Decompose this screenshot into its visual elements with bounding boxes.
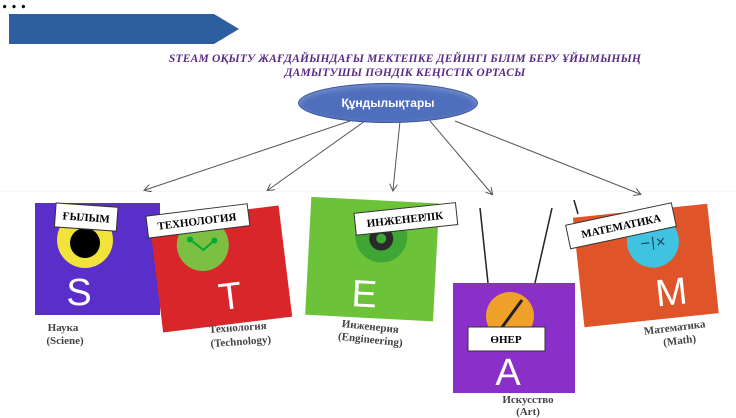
hanging-strings <box>479 199 579 284</box>
card-engineering-caption-ru: Инженерия <box>341 318 399 336</box>
card-art-letter: A <box>495 352 521 394</box>
card-art-caption-ru: Искусство <box>502 394 554 406</box>
tag-science-label: ҒЫЛЫМ <box>62 210 111 225</box>
diagram-title-line1: STEAM ОҚЫТУ ЖАҒДАЙЫНДАҒЫ МЕКТЕПКЕ ДЕЙІНГ… <box>168 53 642 65</box>
arrow-to-engineering <box>393 120 401 190</box>
diagram-title-line2: ДАМЫТУШЫ ПӘНДІК КЕҢІСТІК ОРТАСЫ <box>284 67 526 79</box>
card-math-letter: M <box>653 270 689 315</box>
card-art-caption-en: (Art) <box>516 406 540 418</box>
arrow-to-technology <box>268 120 366 190</box>
root-node-label: Құндылықтары <box>341 96 435 110</box>
arrow-to-art <box>429 120 492 194</box>
tag-technology: ТЕХНОЛОГИЯ <box>145 203 251 239</box>
tag-art-label: ӨНЕР <box>490 334 521 346</box>
card-technology-caption-en: (Technology) <box>210 334 272 350</box>
arrow-banner <box>9 14 239 44</box>
card-technology: T <box>149 205 293 333</box>
card-science-caption-en: (Sciene) <box>46 335 84 347</box>
tag-science: ҒЫЛЫМ <box>53 202 119 232</box>
card-technology-caption-ru: Технология <box>209 320 267 336</box>
card-science-letter: S <box>66 272 91 314</box>
tag-engineering: ИНЖЕНЕРЛІК <box>353 202 459 236</box>
root-node-values: Құндылықтары <box>298 83 478 123</box>
arrow-to-science <box>145 120 351 190</box>
arrow-to-math <box>454 120 640 194</box>
card-technology-letter: T <box>216 275 244 320</box>
background-band <box>0 188 736 192</box>
cropped-heading-text: … <box>0 0 28 14</box>
card-math-caption-en: (Math) <box>663 333 698 349</box>
card-science-caption-ru: Наука <box>48 322 79 334</box>
svg-text:−|×: −|× <box>639 234 667 252</box>
tag-art: ӨНЕР <box>467 326 546 352</box>
connector-arrows <box>145 120 640 194</box>
card-engineering-letter: E <box>351 273 379 316</box>
